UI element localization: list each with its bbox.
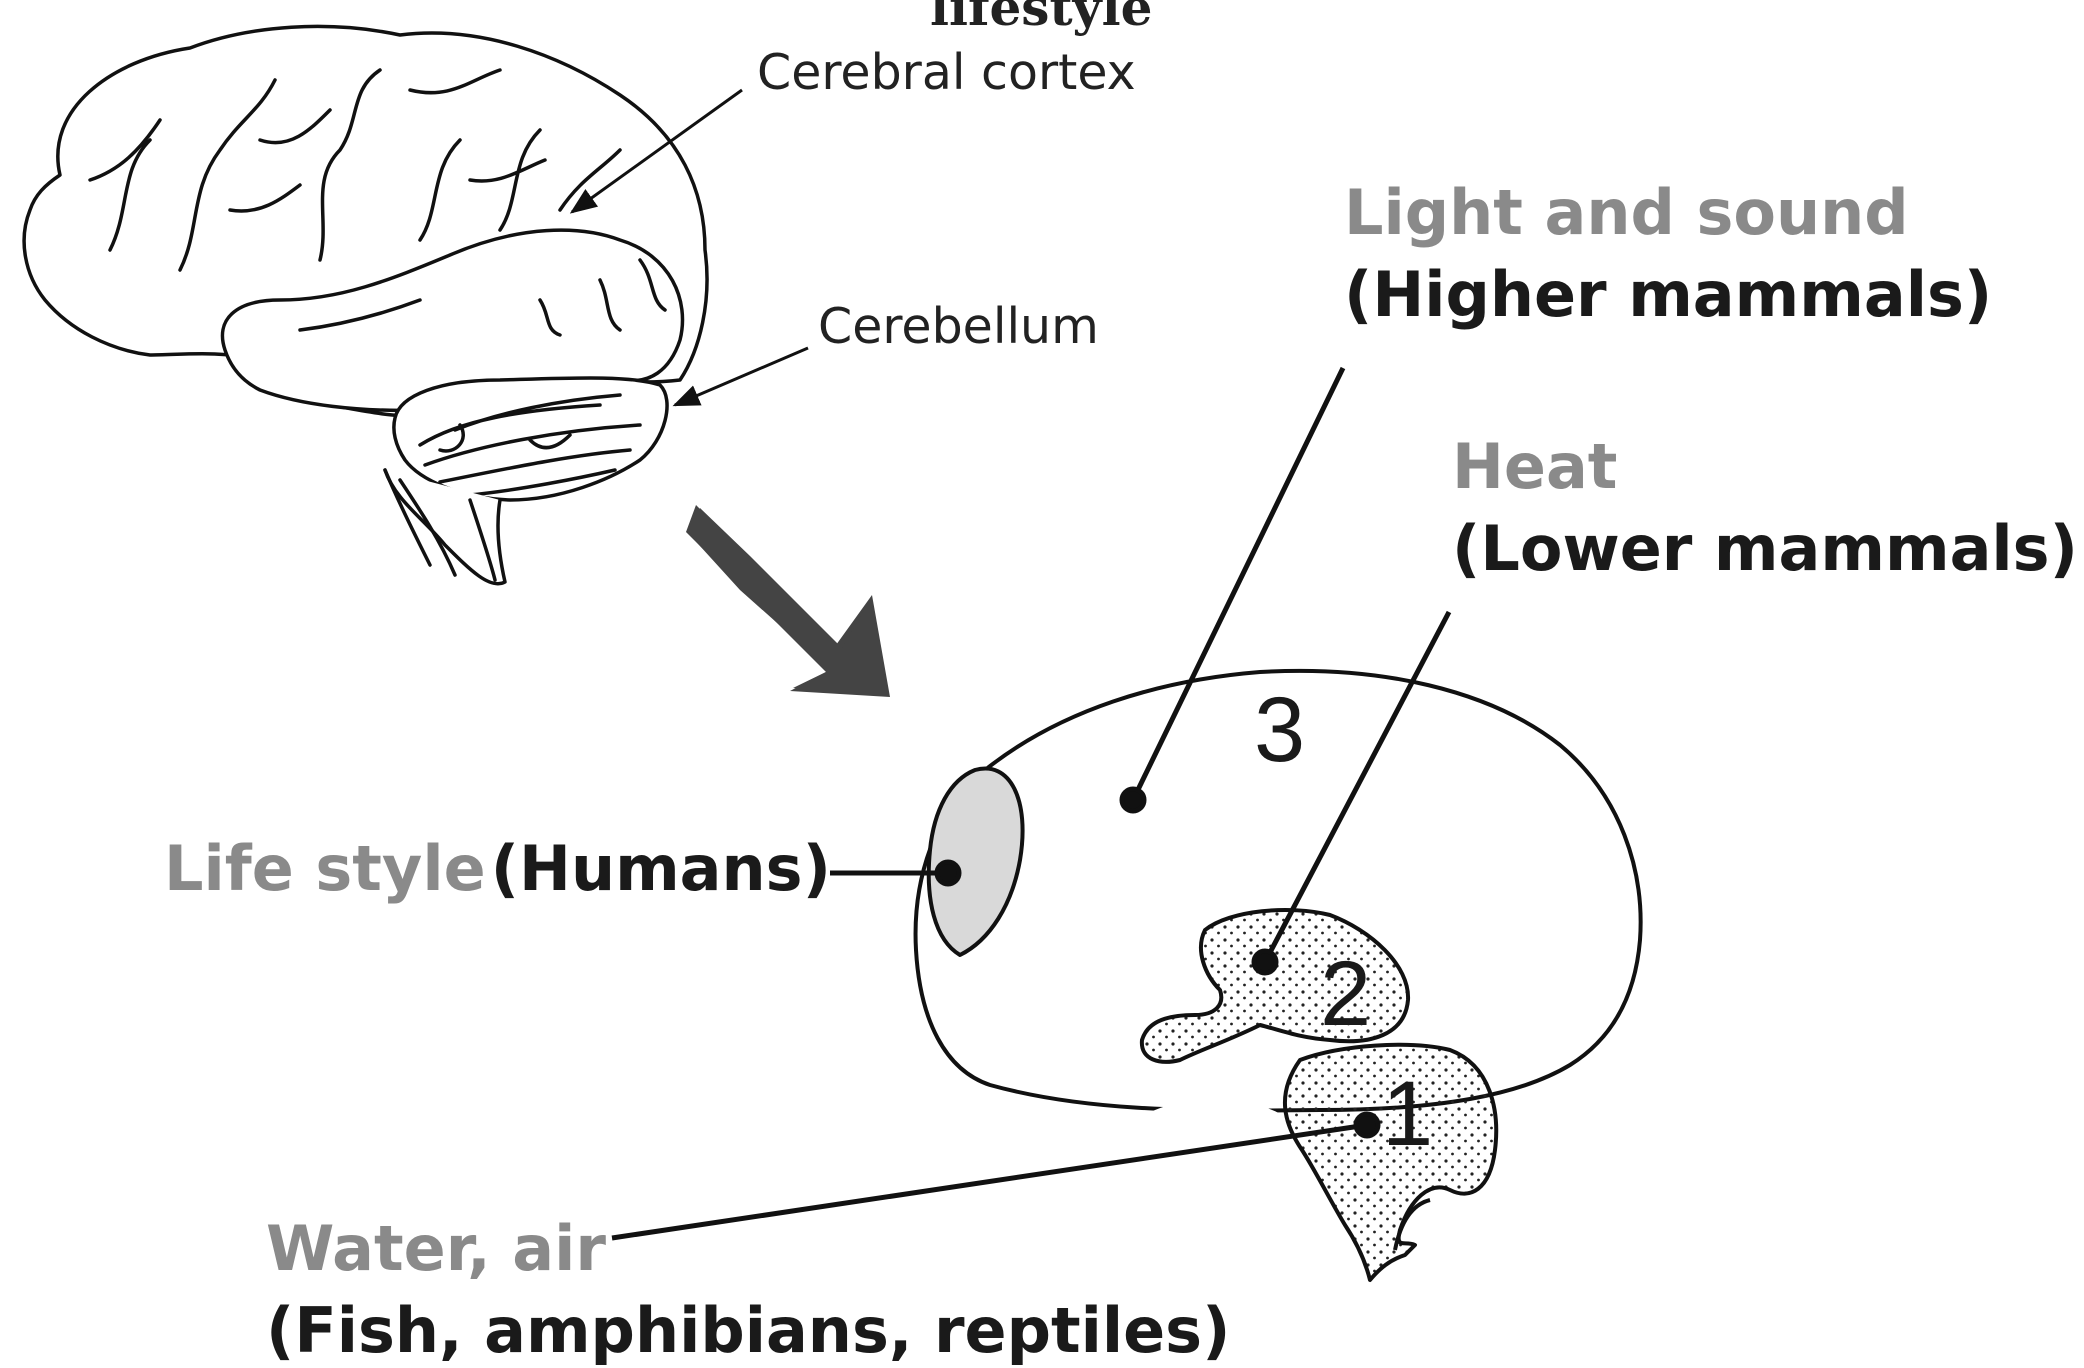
heat-stimulus: Heat (1452, 436, 2078, 498)
region-number-2: 2 (1320, 948, 1371, 1040)
lower-mammals-group: (Lower mammals) (1452, 518, 2078, 580)
water-air-stimulus: Water, air (266, 1218, 1230, 1280)
region-number-3: 3 (1254, 684, 1305, 776)
humans-group: (Humans) (491, 832, 831, 905)
cerebellum-pointer (675, 348, 808, 405)
light-sound-label: Light and sound (Higher mammals) (1344, 182, 1992, 326)
region-number-1: 1 (1382, 1068, 1433, 1160)
cerebral-cortex-label: Cerebral cortex (757, 48, 1136, 97)
lifestyle-label: Life style (Humans) (164, 838, 831, 900)
cerebellum-label: Cerebellum (818, 302, 1099, 351)
light-sound-stimulus: Light and sound (1344, 182, 1992, 244)
realistic-brain-icon (24, 26, 707, 583)
lifestyle-stimulus: Life style (164, 832, 486, 905)
heat-label: Heat (Lower mammals) (1452, 436, 2078, 580)
water-air-label: Water, air (Fish, amphibians, reptiles) (266, 1218, 1230, 1362)
fish-amphibians-reptiles-group: (Fish, amphibians, reptiles) (266, 1300, 1230, 1362)
higher-mammals-group: (Higher mammals) (1344, 264, 1992, 326)
